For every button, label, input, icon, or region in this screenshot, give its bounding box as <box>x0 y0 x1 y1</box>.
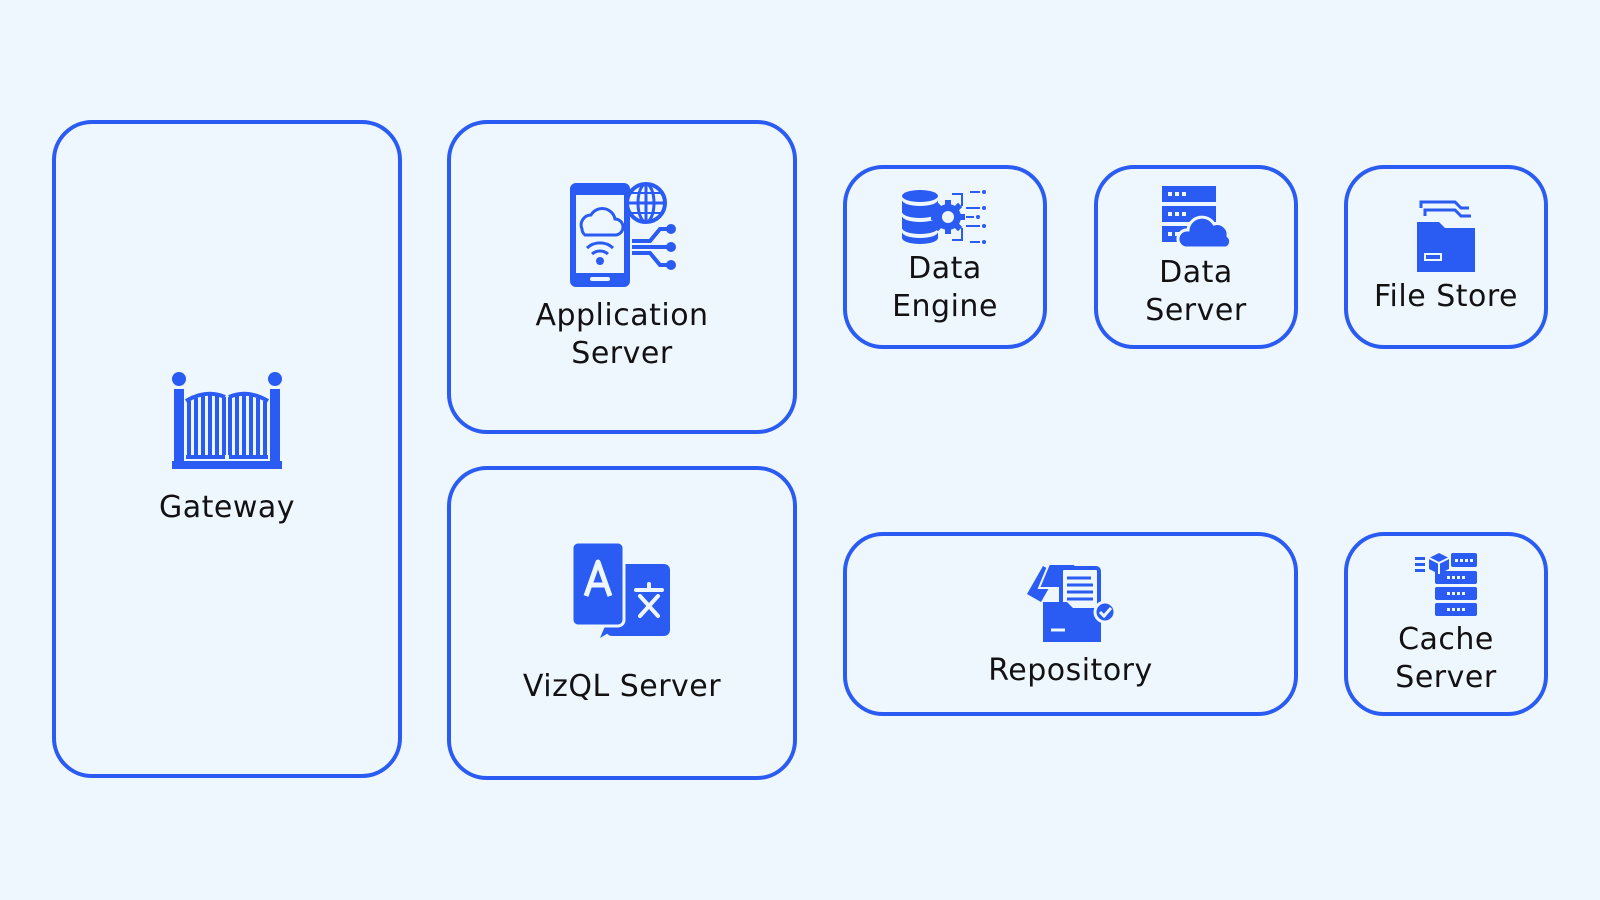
server-cloud-icon <box>1160 184 1232 250</box>
application-server-label: Application Server <box>535 297 708 373</box>
mobile-cloud-network-icon <box>566 181 678 289</box>
data-engine-label-line2: Engine <box>892 289 998 324</box>
repository-box: Repository <box>843 532 1298 716</box>
data-engine-label: Data Engine <box>892 250 998 326</box>
database-gear-icon <box>900 188 990 246</box>
repository-label: Repository <box>988 653 1153 688</box>
translate-icon <box>570 540 674 640</box>
cache-server-label: Cache Server <box>1395 621 1496 697</box>
cache-server-label-line2: Server <box>1395 660 1497 695</box>
data-server-label-line1: Data <box>1159 255 1233 290</box>
vizql-server-box: VizQL Server <box>447 466 797 780</box>
file-store-label: File Store <box>1373 279 1519 314</box>
gateway-box: Gateway <box>52 120 402 778</box>
vizql-server-label: VizQL Server <box>522 669 722 704</box>
folder-icon <box>1413 198 1479 274</box>
documents-folder-check-icon <box>1025 558 1117 644</box>
data-server-label-line2: Server <box>1145 293 1247 328</box>
cache-server-label-line1: Cache <box>1398 622 1494 657</box>
application-server-label-line2: Server <box>571 336 673 371</box>
file-store-box: File Store <box>1344 165 1548 349</box>
gate-icon <box>171 371 283 471</box>
data-engine-label-line1: Data <box>908 251 982 286</box>
data-engine-box: Data Engine <box>843 165 1047 349</box>
data-server-label: Data Server <box>1145 254 1246 330</box>
application-server-label-line1: Application <box>535 298 709 333</box>
data-server-box: Data Server <box>1094 165 1298 349</box>
application-server-box: Application Server <box>447 120 797 434</box>
cache-server-box: Cache Server <box>1344 532 1548 716</box>
gateway-label: Gateway <box>158 490 296 525</box>
cache-server-icon <box>1413 551 1479 617</box>
